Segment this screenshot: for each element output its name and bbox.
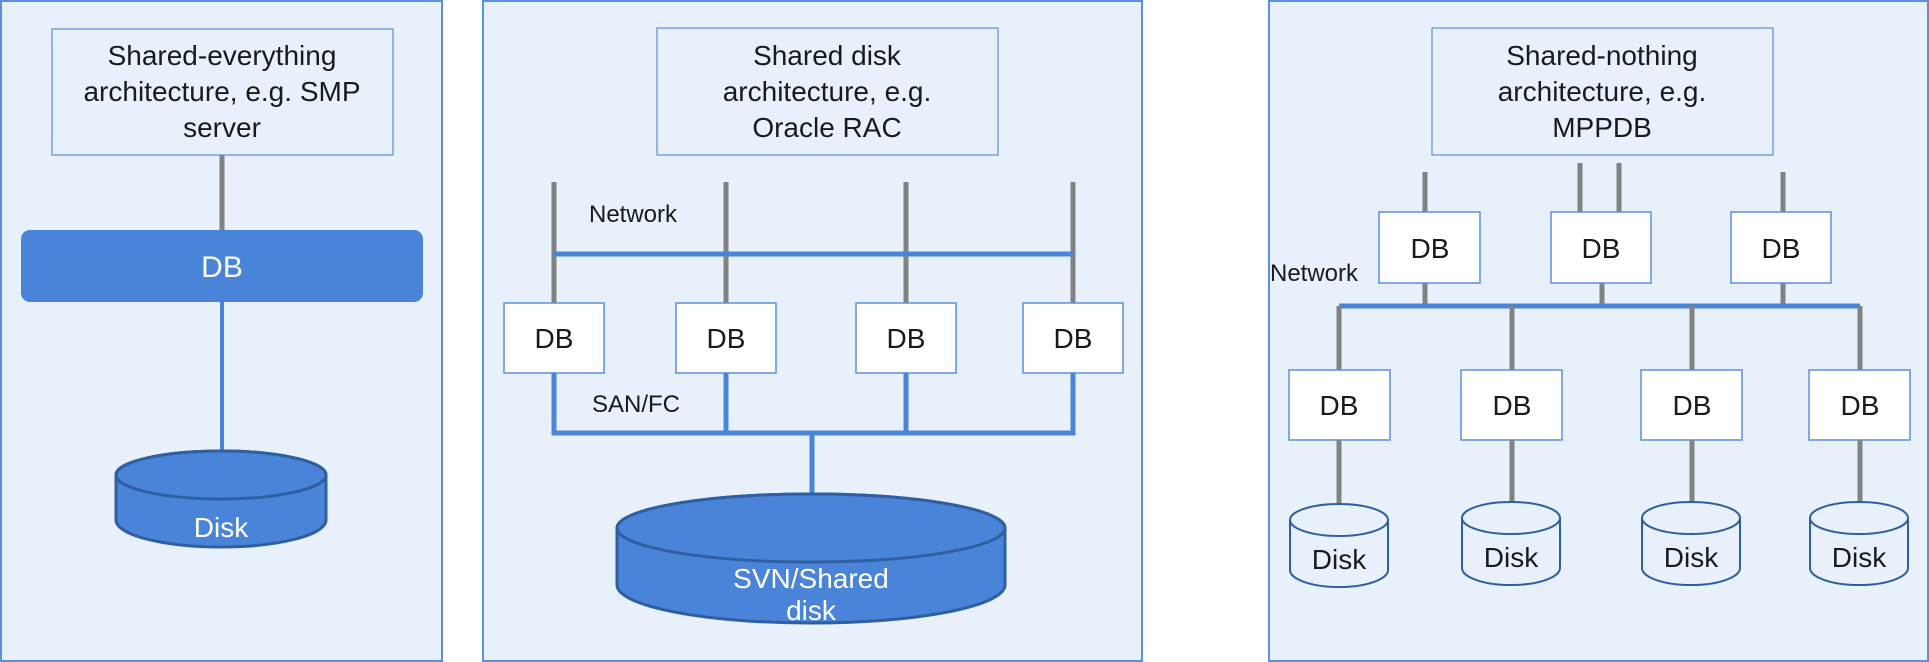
disk-icon: Disk bbox=[1461, 501, 1561, 586]
disk-icon: Disk bbox=[1289, 503, 1389, 588]
db-label: DB bbox=[1493, 390, 1532, 421]
title-box bbox=[1431, 27, 1774, 156]
title-line: MPPDB bbox=[1552, 112, 1652, 143]
panel-shared-nothing: Shared-nothing architecture, e.g. MPPDB … bbox=[1268, 0, 1929, 662]
title-line: architecture, e.g. SMP bbox=[83, 76, 360, 107]
db-label: DB bbox=[1582, 233, 1621, 264]
disk-icon: Disk bbox=[1809, 501, 1909, 586]
title-line: Shared disk bbox=[753, 40, 902, 71]
db-node: DB bbox=[1378, 211, 1481, 284]
db-node: DB bbox=[675, 302, 777, 374]
db-node: DB bbox=[1640, 369, 1743, 441]
db-label: DB bbox=[201, 251, 243, 284]
db-node: DB bbox=[1730, 211, 1832, 284]
disk-label: Disk bbox=[1664, 542, 1719, 573]
db-block bbox=[21, 230, 423, 302]
disk-label: Disk bbox=[1484, 542, 1539, 573]
db-label: DB bbox=[887, 323, 926, 354]
panel-shared-everything: Shared-everything architecture, e.g. SMP… bbox=[0, 0, 443, 662]
title-line: server bbox=[183, 112, 261, 143]
san-label: SAN/FC bbox=[592, 391, 680, 418]
disk-label: Disk bbox=[194, 512, 249, 543]
db-node: DB bbox=[1550, 211, 1652, 284]
disk-label: Disk bbox=[1312, 544, 1367, 575]
disk-label: disk bbox=[786, 595, 837, 626]
db-label: DB bbox=[1762, 233, 1801, 264]
title-line: Oracle RAC bbox=[752, 112, 901, 143]
disk-label: Disk bbox=[1832, 542, 1887, 573]
title-box bbox=[51, 28, 394, 156]
db-node: DB bbox=[1288, 369, 1391, 441]
db-node: DB bbox=[1808, 369, 1911, 441]
title-line: Shared-nothing bbox=[1506, 40, 1697, 71]
db-label: DB bbox=[1673, 390, 1712, 421]
disk-icon: Disk bbox=[114, 449, 328, 549]
db-node: DB bbox=[855, 302, 957, 374]
db-label: DB bbox=[707, 323, 746, 354]
db-node: DB bbox=[503, 302, 605, 374]
title-line: architecture, e.g. bbox=[1498, 76, 1707, 107]
network-label: Network bbox=[1270, 260, 1359, 287]
panel-shared-disk: Shared disk architecture, e.g. Oracle RA… bbox=[482, 0, 1143, 662]
shared-disk-icon: SVN/Shared disk bbox=[615, 492, 1007, 626]
db-label: DB bbox=[1054, 323, 1093, 354]
disk-label: SVN/Shared bbox=[733, 563, 889, 594]
title-line: architecture, e.g. bbox=[723, 76, 932, 107]
title-line: Shared-everything bbox=[108, 40, 337, 71]
network-label: Network bbox=[589, 201, 678, 228]
db-label: DB bbox=[1320, 390, 1359, 421]
db-node: DB bbox=[1460, 369, 1563, 441]
db-label: DB bbox=[1411, 233, 1450, 264]
title-box bbox=[656, 27, 999, 156]
db-label: DB bbox=[1841, 390, 1880, 421]
db-label: DB bbox=[535, 323, 574, 354]
db-node: DB bbox=[1022, 302, 1124, 374]
disk-icon: Disk bbox=[1641, 501, 1741, 586]
